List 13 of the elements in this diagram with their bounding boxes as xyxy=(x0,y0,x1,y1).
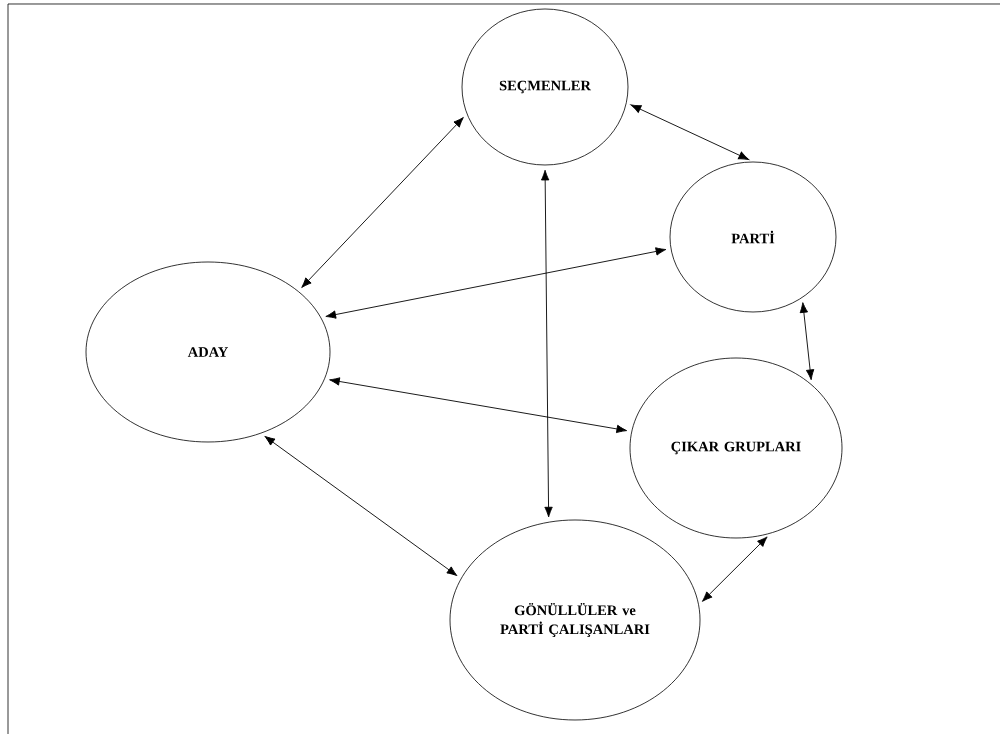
arrow xyxy=(264,435,458,577)
ellipse-node: GÖNÜLLÜLER ve PARTİ ÇALIŞANLARI xyxy=(449,519,701,721)
ellipse-node: SEÇMENLER xyxy=(461,8,629,166)
arrow xyxy=(630,104,750,160)
arrow xyxy=(325,247,667,319)
ellipse-node: PARTİ xyxy=(669,161,837,313)
arrow xyxy=(799,302,815,381)
arrow xyxy=(701,536,768,602)
arrow xyxy=(301,117,464,288)
ellipse-node: ÇIKAR GRUPLARI xyxy=(629,357,843,539)
ellipse-node: ADAY xyxy=(85,261,331,443)
arrow xyxy=(541,169,553,518)
arrow xyxy=(329,377,628,434)
